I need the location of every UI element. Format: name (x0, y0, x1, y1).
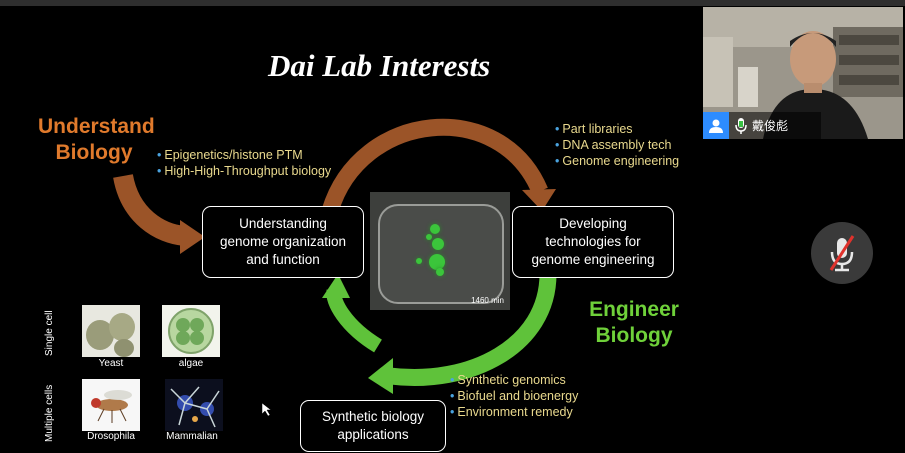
understand-arrow-head (180, 220, 205, 254)
green-arc-bottom (388, 273, 557, 386)
engineer-biology-heading: Engineer Biology (589, 298, 679, 347)
organism-label-algae: algae (178, 358, 204, 369)
understand-biology-heading: Understand Biology (38, 115, 155, 164)
user-icon (703, 112, 729, 139)
microfluidic-chamber (378, 204, 504, 304)
box-synthetic: Synthetic biology applications (300, 400, 446, 452)
mouse-cursor-icon (261, 402, 272, 417)
multiple-cells-label: Multiple cells (44, 384, 55, 442)
window-top-bar (0, 0, 905, 6)
microscopy-timestamp: 1460 min (471, 296, 504, 305)
organism-label-mammalian: Mammalian (166, 431, 218, 442)
synthetic-bullets: •Synthetic genomics •Biofuel and bioener… (450, 372, 578, 420)
algae-image (162, 305, 220, 357)
list-item: •High-High-Throughput biology (157, 164, 332, 178)
microphone-icon (735, 117, 747, 134)
organism-label-drosophila: Drosophila (87, 431, 135, 442)
green-arc-left-head (322, 274, 350, 298)
participant-video-tile[interactable]: 戴俊彪 (703, 7, 903, 139)
list-item: •Synthetic genomics (450, 373, 566, 387)
participant-video-feed (703, 7, 903, 139)
mammalian-image (165, 379, 223, 431)
single-cell-label: Single cell (44, 310, 55, 356)
list-item: •Environment remedy (450, 405, 573, 419)
slide-title: Dai Lab Interests (268, 48, 491, 83)
list-item: •Epigenetics/histone PTM (157, 148, 303, 162)
orange-arc-head (522, 189, 556, 211)
participant-name: 戴俊彪 (752, 119, 789, 133)
understand-arrow (113, 173, 187, 246)
yeast-image (82, 305, 140, 357)
muted-microphone-icon (829, 235, 855, 272)
tech-bullets: •Part libraries •DNA assembly tech •Geno… (555, 121, 679, 169)
organism-label-yeast: Yeast (98, 358, 124, 369)
muted-microphone-button[interactable] (811, 222, 873, 284)
understand-bullets: •Epigenetics/histone PTM •High-High-Thro… (157, 147, 331, 179)
drosophila-image (82, 379, 140, 431)
participant-name-bar: 戴俊彪 (703, 112, 821, 139)
green-arc-bottom-head (368, 358, 393, 394)
box-understanding: Understanding genome organization and fu… (202, 206, 364, 278)
list-item: •Part libraries (555, 122, 633, 136)
orange-arc (321, 118, 548, 214)
box-developing: Developing technologies for genome engin… (512, 206, 674, 278)
list-item: •Biofuel and bioenergy (450, 389, 579, 403)
list-item: •DNA assembly tech (555, 138, 672, 152)
list-item: •Genome engineering (555, 154, 680, 168)
cycle-arrows (113, 118, 557, 417)
microscopy-image: 1460 min (370, 192, 510, 310)
